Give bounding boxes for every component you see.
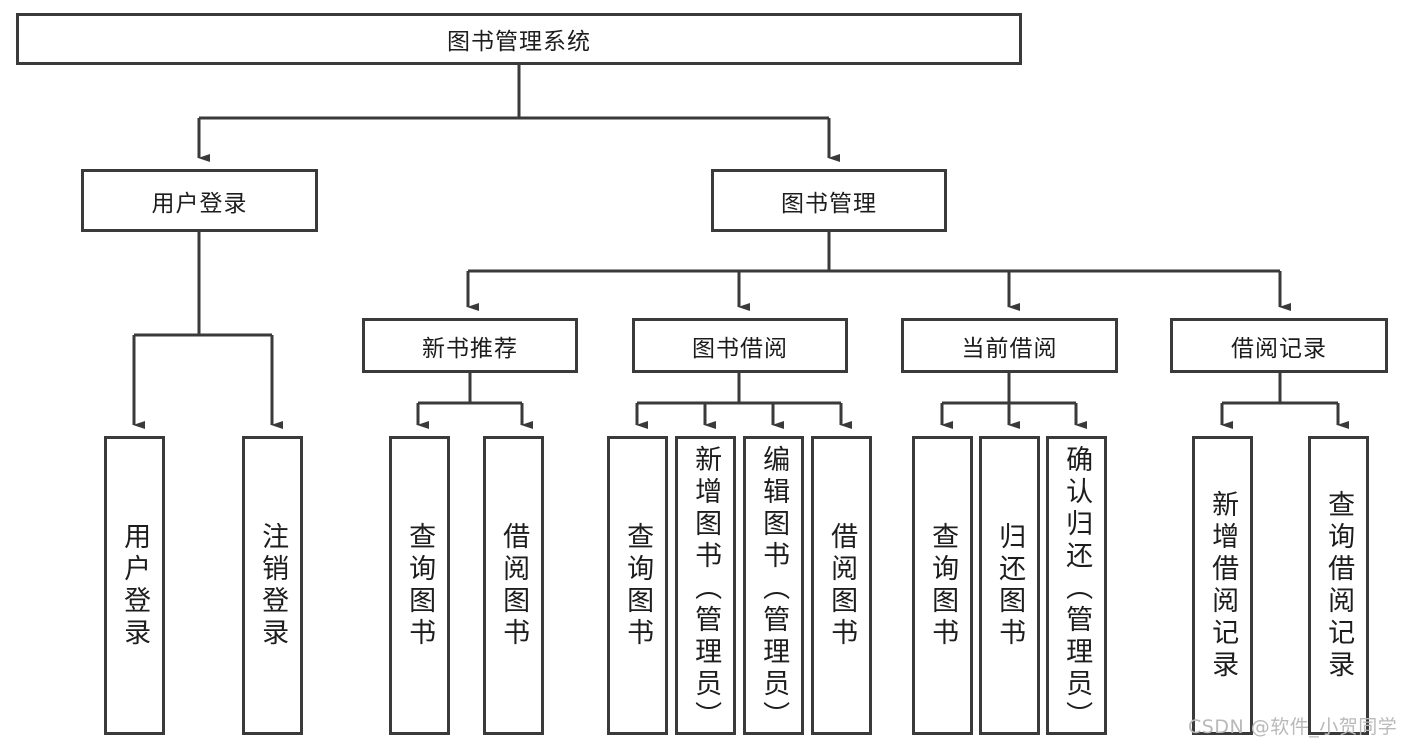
- leaf-query-record[interactable]: 查询借阅记录: [1308, 436, 1369, 735]
- leaf-query-book-2[interactable]: 查询图书: [607, 436, 668, 735]
- node-label: 查询借阅记录: [1323, 489, 1355, 682]
- node-current-borrow[interactable]: 当前借阅: [901, 318, 1118, 373]
- leaf-add-record[interactable]: 新增借阅记录: [1192, 436, 1253, 735]
- leaf-return-book[interactable]: 归还图书: [979, 436, 1040, 735]
- node-label: 当前借阅: [961, 335, 1058, 362]
- node-label: 图书管理: [781, 190, 877, 217]
- node-label: 新书推荐: [422, 335, 518, 362]
- node-label: 查询图书: [927, 521, 959, 650]
- leaf-borrow-book-2[interactable]: 借阅图书: [811, 436, 872, 735]
- leaf-add-book[interactable]: 新增图书（管理员）: [675, 436, 736, 735]
- node-label: 用户登录: [151, 190, 248, 217]
- node-label: 注销登录: [257, 521, 289, 650]
- node-label: 新增借阅记录: [1207, 489, 1239, 682]
- node-label: 用户登录: [119, 521, 151, 650]
- node-label: 查询图书: [404, 521, 436, 650]
- leaf-query-book-1[interactable]: 查询图书: [389, 436, 450, 735]
- leaf-borrow-book-1[interactable]: 借阅图书: [483, 436, 544, 735]
- node-label: 图书管理系统: [447, 29, 591, 55]
- node-user-login[interactable]: 用户登录: [81, 169, 318, 232]
- leaf-edit-book[interactable]: 编辑图书（管理员）: [743, 436, 804, 735]
- node-label: 借阅记录: [1231, 335, 1327, 362]
- leaf-user-login[interactable]: 用户登录: [104, 436, 165, 735]
- node-label: 借阅图书: [826, 521, 858, 650]
- node-label: 编辑图书（管理员）: [758, 445, 790, 733]
- leaf-confirm-return[interactable]: 确认归还（管理员）: [1046, 436, 1107, 735]
- node-label: 借阅图书: [498, 521, 530, 650]
- node-book-borrow[interactable]: 图书借阅: [632, 318, 848, 373]
- leaf-query-book-3[interactable]: 查询图书: [912, 436, 973, 735]
- node-label: 归还图书: [994, 521, 1026, 650]
- node-book-management-system[interactable]: 图书管理系统: [16, 13, 1022, 65]
- node-label: 新增图书（管理员）: [690, 445, 722, 733]
- node-label: 确认归还（管理员）: [1061, 445, 1093, 733]
- node-borrow-record[interactable]: 借阅记录: [1170, 318, 1388, 373]
- node-book-management[interactable]: 图书管理: [711, 169, 947, 232]
- node-label: 查询图书: [622, 521, 654, 650]
- node-new-book-recommend[interactable]: 新书推荐: [362, 318, 578, 373]
- csdn-watermark: CSDN @软件_小贺同学: [1188, 716, 1398, 738]
- node-label: 图书借阅: [692, 335, 788, 362]
- leaf-logout-login[interactable]: 注销登录: [242, 436, 303, 735]
